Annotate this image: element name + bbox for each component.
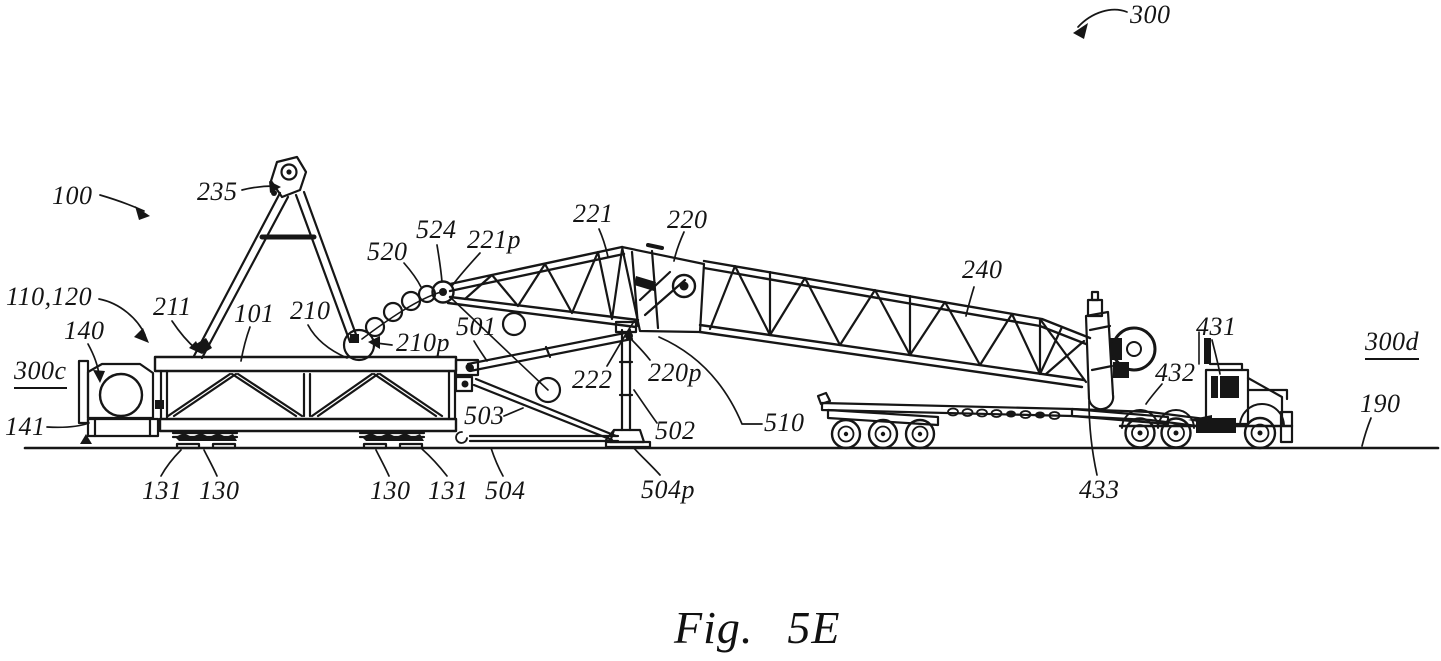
substructure-truss	[153, 355, 480, 450]
ref-label-221p-13: 221p	[467, 225, 521, 254]
ref-label-300d-32: 300d	[1365, 329, 1419, 360]
boom-tip-assembly	[1084, 290, 1157, 411]
ref-label-240-28: 240	[962, 255, 1003, 284]
ref-label-110120-3: 110,120	[6, 282, 93, 311]
a-frame	[192, 155, 376, 362]
figure-caption: Fig. 5E	[674, 601, 841, 654]
ref-label-221-14: 221	[573, 199, 614, 228]
ref-label-101-8: 101	[234, 299, 275, 328]
figure-caption-number: 5E	[787, 602, 841, 653]
ref-label-211-7: 211	[153, 292, 192, 321]
ref-label-524-12: 524	[416, 215, 457, 244]
winch-unit	[77, 359, 164, 444]
leader-lines	[46, 8, 1372, 477]
ref-label-140-4: 140	[64, 316, 105, 345]
ref-label-300-0: 300	[1130, 0, 1171, 29]
truck-tractor	[1118, 331, 1294, 450]
ref-label-504p-23: 504p	[641, 475, 695, 504]
ref-label-503-20: 503	[464, 401, 505, 430]
ref-label-520-11: 520	[367, 237, 408, 266]
ref-label-502-19: 502	[655, 416, 696, 445]
figure-caption-prefix: Fig.	[674, 602, 754, 653]
ref-label-510-21: 510	[764, 408, 805, 437]
ref-label-235-2: 235	[197, 177, 238, 206]
ref-label-504-22: 504	[485, 476, 526, 505]
ref-label-433-31: 433	[1079, 475, 1120, 504]
ref-label-431-29: 431	[1196, 312, 1237, 341]
ref-label-220-15: 220	[667, 205, 708, 234]
ref-label-131-24: 131	[142, 476, 183, 505]
ref-label-210p-10: 210p	[396, 328, 450, 357]
ref-label-130-26: 130	[370, 476, 411, 505]
ref-label-501-16: 501	[456, 312, 497, 341]
ref-label-190-33: 190	[1360, 389, 1401, 418]
ref-label-100-1: 100	[52, 181, 93, 210]
ref-label-131-27: 131	[428, 476, 469, 505]
ref-label-141-6: 141	[5, 412, 46, 441]
boom-heel-section	[446, 245, 640, 329]
ref-label-130-25: 130	[199, 476, 240, 505]
ref-label-210-9: 210	[290, 296, 331, 325]
main-boom	[698, 259, 1092, 389]
ref-label-432-30: 432	[1155, 358, 1196, 387]
ref-label-300c-5: 300c	[14, 358, 67, 389]
boom-support-stand	[449, 296, 652, 449]
ref-label-220p-18: 220p	[648, 358, 702, 387]
ref-label-222-17: 222	[572, 365, 613, 394]
raising-line-links	[361, 280, 455, 340]
